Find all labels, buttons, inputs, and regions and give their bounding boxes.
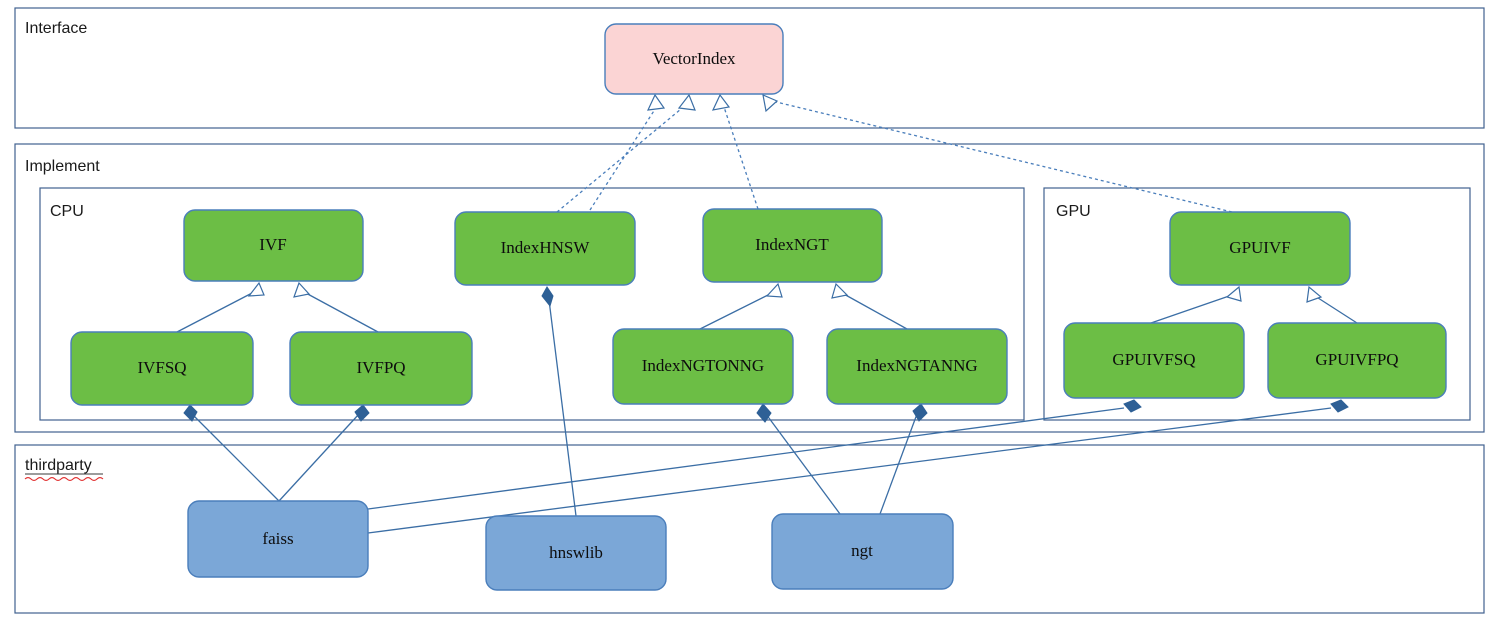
node-vectorindex-label: VectorIndex — [652, 49, 736, 68]
edge-faiss-to-gpuivfsq — [367, 399, 1142, 510]
node-hnswlib-label: hnswlib — [549, 543, 603, 562]
arrowhead-diamond — [541, 286, 554, 308]
arrowhead-diamond — [183, 404, 198, 422]
node-hnswlib-rect — [485, 515, 667, 591]
edge-faiss-to-gpuivfpq — [367, 399, 1349, 534]
arrowhead-hollow-triangle — [677, 93, 696, 111]
node-ivf-label: IVF — [259, 235, 286, 254]
node-gpuivf[interactable]: GPUIVF — [1169, 211, 1351, 286]
node-hnswlib[interactable]: hnswlib — [485, 515, 667, 591]
edge-ivf-to-vectorindex — [589, 93, 666, 211]
node-ivfsq-rect — [70, 331, 254, 406]
arrowhead-diamond — [1123, 399, 1142, 413]
node-indexngtonng-rect — [612, 328, 794, 405]
edge-indexhnsw-to-vectorindex — [556, 93, 696, 213]
node-vectorindex-rect — [604, 23, 784, 95]
group-implement-label: Implement — [25, 158, 100, 175]
node-ivfpq-rect — [289, 331, 473, 406]
node-indexhnsw[interactable]: IndexHNSW — [454, 211, 636, 286]
node-gpuivf-rect — [1169, 211, 1351, 286]
arrowhead-hollow-triangle — [711, 93, 731, 111]
node-gpuivfsq-rect — [1063, 322, 1245, 399]
node-indexngtonng[interactable]: IndexNGTONNG — [612, 328, 794, 405]
arrowhead-hollow-triangle — [1306, 285, 1323, 303]
edge-ngt-to-indexngtonng — [756, 403, 841, 515]
arrowhead-hollow-triangle — [247, 281, 265, 297]
node-ivfsq-label: IVFSQ — [137, 358, 186, 377]
edge-gpuivfpq-to-gpuivf — [1306, 285, 1358, 324]
node-indexngtanng-label: IndexNGTANNG — [856, 356, 977, 375]
node-gpuivfsq-label: GPUIVFSQ — [1112, 350, 1195, 369]
edges-layer — [176, 93, 1358, 534]
node-ngt-rect — [771, 513, 954, 590]
arrowhead-hollow-triangle — [646, 93, 666, 111]
arrowhead-diamond — [354, 404, 370, 422]
node-ivfpq-label: IVFPQ — [356, 358, 405, 377]
group-interface-label: Interface — [25, 20, 87, 37]
nodes-layer: VectorIndex IVF IndexHNSW IndexNGT GPUIV… — [70, 23, 1447, 591]
spellcheck-squiggle-icon — [24, 476, 104, 482]
node-gpuivfpq[interactable]: GPUIVFPQ — [1267, 322, 1447, 399]
group-thirdparty-label: thirdparty — [25, 457, 92, 474]
edge-indexngtonng-to-indexngt — [699, 282, 783, 330]
node-indexhnsw-rect — [454, 211, 636, 286]
arrowhead-diamond — [756, 403, 772, 423]
edge-gpuivfsq-to-gpuivf — [1150, 285, 1242, 324]
arrowhead-hollow-triangle — [765, 282, 783, 298]
node-gpuivfpq-label: GPUIVFPQ — [1315, 350, 1398, 369]
edge-ivfsq-to-ivf — [176, 281, 265, 333]
node-faiss-rect — [187, 500, 369, 578]
node-indexngtanng-rect — [826, 328, 1008, 405]
arrowhead-hollow-triangle — [293, 281, 311, 298]
edge-gpuivf-to-vectorindex — [762, 94, 1233, 213]
node-gpuivfsq[interactable]: GPUIVFSQ — [1063, 322, 1245, 399]
node-vectorindex[interactable]: VectorIndex — [604, 23, 784, 95]
node-ngt[interactable]: ngt — [771, 513, 954, 590]
edge-faiss-to-ivfpq — [278, 404, 370, 502]
node-gpuivfpq-rect — [1267, 322, 1447, 399]
node-faiss-label: faiss — [262, 529, 293, 548]
node-indexhnsw-label: IndexHNSW — [501, 238, 591, 257]
arrowhead-diamond — [1330, 399, 1349, 413]
arrowhead-hollow-triangle — [831, 282, 849, 299]
edge-indexngt-to-vectorindex — [711, 93, 759, 210]
group-cpu-label: CPU — [50, 203, 84, 220]
edge-hnswlib-to-indexhnsw — [541, 286, 577, 517]
node-faiss[interactable]: faiss — [187, 500, 369, 578]
arrowhead-diamond — [912, 403, 928, 422]
node-indexngtonng-label: IndexNGTONNG — [642, 356, 764, 375]
edge-indexngtanng-to-indexngt — [831, 282, 908, 330]
edge-ivfpq-to-ivf — [293, 281, 379, 333]
node-ivf-rect — [183, 209, 364, 282]
node-ivf[interactable]: IVF — [183, 209, 364, 282]
node-gpuivf-label: GPUIVF — [1229, 238, 1290, 257]
node-indexngt[interactable]: IndexNGT — [702, 208, 883, 283]
arrowhead-hollow-triangle — [762, 94, 779, 113]
node-indexngtanng[interactable]: IndexNGTANNG — [826, 328, 1008, 405]
edge-ngt-to-indexngtanng — [879, 403, 928, 515]
node-indexngt-rect — [702, 208, 883, 283]
node-ivfpq[interactable]: IVFPQ — [289, 331, 473, 406]
node-ivfsq[interactable]: IVFSQ — [70, 331, 254, 406]
node-ngt-label: ngt — [851, 541, 873, 560]
group-gpu-label: GPU — [1056, 203, 1091, 220]
arrowhead-hollow-triangle — [1225, 285, 1242, 302]
node-indexngt-label: IndexNGT — [755, 235, 829, 254]
edge-faiss-to-ivfsq — [183, 404, 280, 502]
